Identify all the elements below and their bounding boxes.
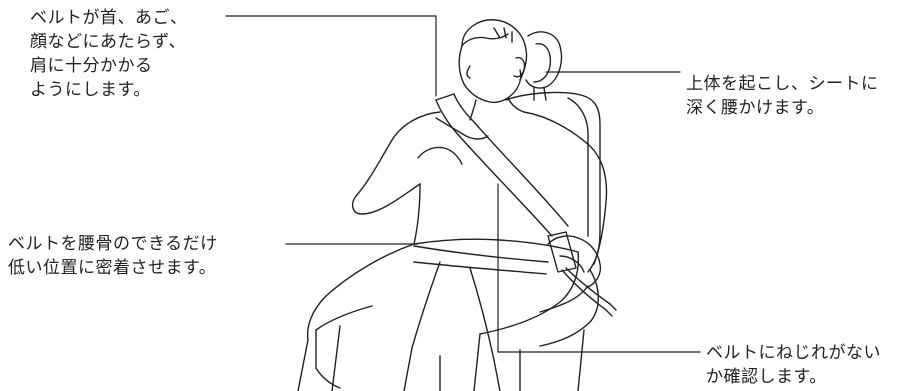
callout-line: ようにします。 [30,78,188,102]
callout-line: 低い位置に密着させます。 [8,256,218,280]
callout-line: 上体を起こし、シートに [686,72,879,96]
callout-line: ベルトにねじれがない [706,341,881,365]
callout-line: ベルトが首、あご、 [30,6,188,30]
leader-neck [226,16,436,96]
callout-belt-low-on-hip: ベルトを腰骨のできるだけ 低い位置に密着させます。 [8,232,218,280]
seatbelt [414,94,616,316]
callout-sit-upright: 上体を起こし、シートに 深く腰かけます。 [686,72,879,120]
callout-line: 肩に十分かかる [30,54,188,78]
seated-person [298,20,606,391]
callout-line: 深く腰かけます。 [686,96,879,120]
callout-belt-not-twisted: ベルトにねじれがない か確認します。 [706,341,881,389]
car-seat [506,32,600,391]
callout-belt-neck-shoulder: ベルトが首、あご、 顔などにあたらず、 肩に十分かかる ようにします。 [30,6,188,102]
callout-line: ベルトを腰骨のできるだけ [8,232,218,256]
callout-line: か確認します。 [706,365,881,389]
callout-line: 顔などにあたらず、 [30,30,188,54]
leader-lines [226,16,700,352]
